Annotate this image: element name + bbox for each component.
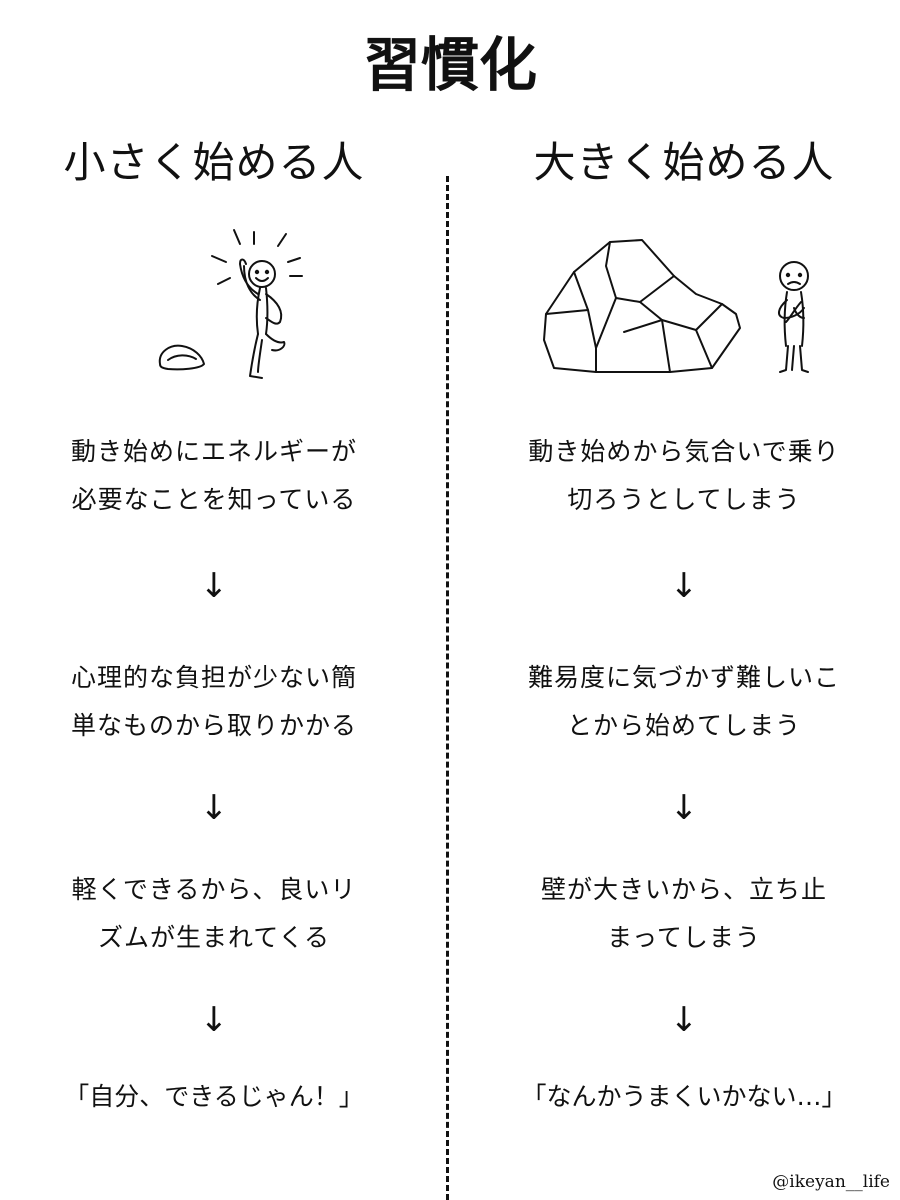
worried-stickman-icon bbox=[778, 261, 809, 373]
left-arrow-1: ↓ bbox=[199, 566, 229, 606]
right-arrow-2: ↓ bbox=[669, 788, 699, 828]
right-step-2: 難易度に気づかず難しいこ とから始めてしまう bbox=[474, 654, 894, 750]
left-step-2-line-2: 単なものから取りかかる bbox=[70, 711, 357, 740]
small-rock-icon bbox=[158, 344, 205, 371]
page-title: 習慣化 bbox=[362, 31, 537, 99]
right-step-2-line-2: とから始めてしまう bbox=[566, 711, 801, 740]
right-step-1-line-2: 切ろうとしてしまう bbox=[567, 485, 801, 514]
right-step-3-line-1: 壁が大きいから、立ち止 bbox=[540, 875, 827, 904]
left-column: 小さく始める人 bbox=[4, 0, 424, 1200]
big-rock-icon bbox=[543, 239, 741, 373]
left-step-2-line-1: 心理的な負担が少ない簡 bbox=[70, 663, 357, 692]
right-column: 大きく始める人 bbox=[474, 0, 894, 1200]
right-illustration bbox=[474, 222, 894, 392]
right-step-1-line-1: 動き始めから気合いで乗り bbox=[528, 437, 840, 466]
right-step-3-line-2: まってしまう bbox=[607, 923, 761, 952]
happy-stickman-icon bbox=[211, 229, 303, 379]
right-arrow-1: ↓ bbox=[669, 566, 699, 606]
right-step-2-line-1: 難易度に気づかず難しいこ bbox=[527, 663, 840, 692]
left-arrow-2: ↓ bbox=[199, 788, 229, 828]
left-step-3-line-2: ズムが生まれてくる bbox=[97, 923, 330, 952]
left-conclusion: 「自分、できるじゃん！」 bbox=[64, 1082, 364, 1111]
center-dashed-divider bbox=[446, 176, 449, 1200]
left-arrow-3: ↓ bbox=[199, 1000, 229, 1040]
right-heading: 大きく始める人 bbox=[533, 138, 835, 187]
right-conclusion: 「なんかうまくいかない…」 bbox=[521, 1082, 847, 1111]
left-heading: 小さく始める人 bbox=[63, 138, 365, 187]
author-credit: @ikeyan__life bbox=[772, 1172, 890, 1192]
left-step-2: 心理的な負担が少ない簡 単なものから取りかかる bbox=[4, 654, 424, 750]
left-step-1-line-2: 必要なことを知っている bbox=[71, 485, 357, 514]
left-step-1: 動き始めにエネルギーが 必要なことを知っている bbox=[4, 428, 424, 524]
left-step-1-line-1: 動き始めにエネルギーが bbox=[70, 437, 357, 466]
left-illustration bbox=[4, 222, 424, 392]
right-arrow-3: ↓ bbox=[669, 1000, 699, 1040]
left-step-3-line-1: 軽くできるから、良いリ bbox=[71, 875, 357, 904]
left-step-3: 軽くできるから、良いリ ズムが生まれてくる bbox=[4, 866, 424, 962]
right-step-3: 壁が大きいから、立ち止 まってしまう bbox=[474, 866, 894, 962]
right-step-1: 動き始めから気合いで乗り 切ろうとしてしまう bbox=[474, 428, 894, 524]
